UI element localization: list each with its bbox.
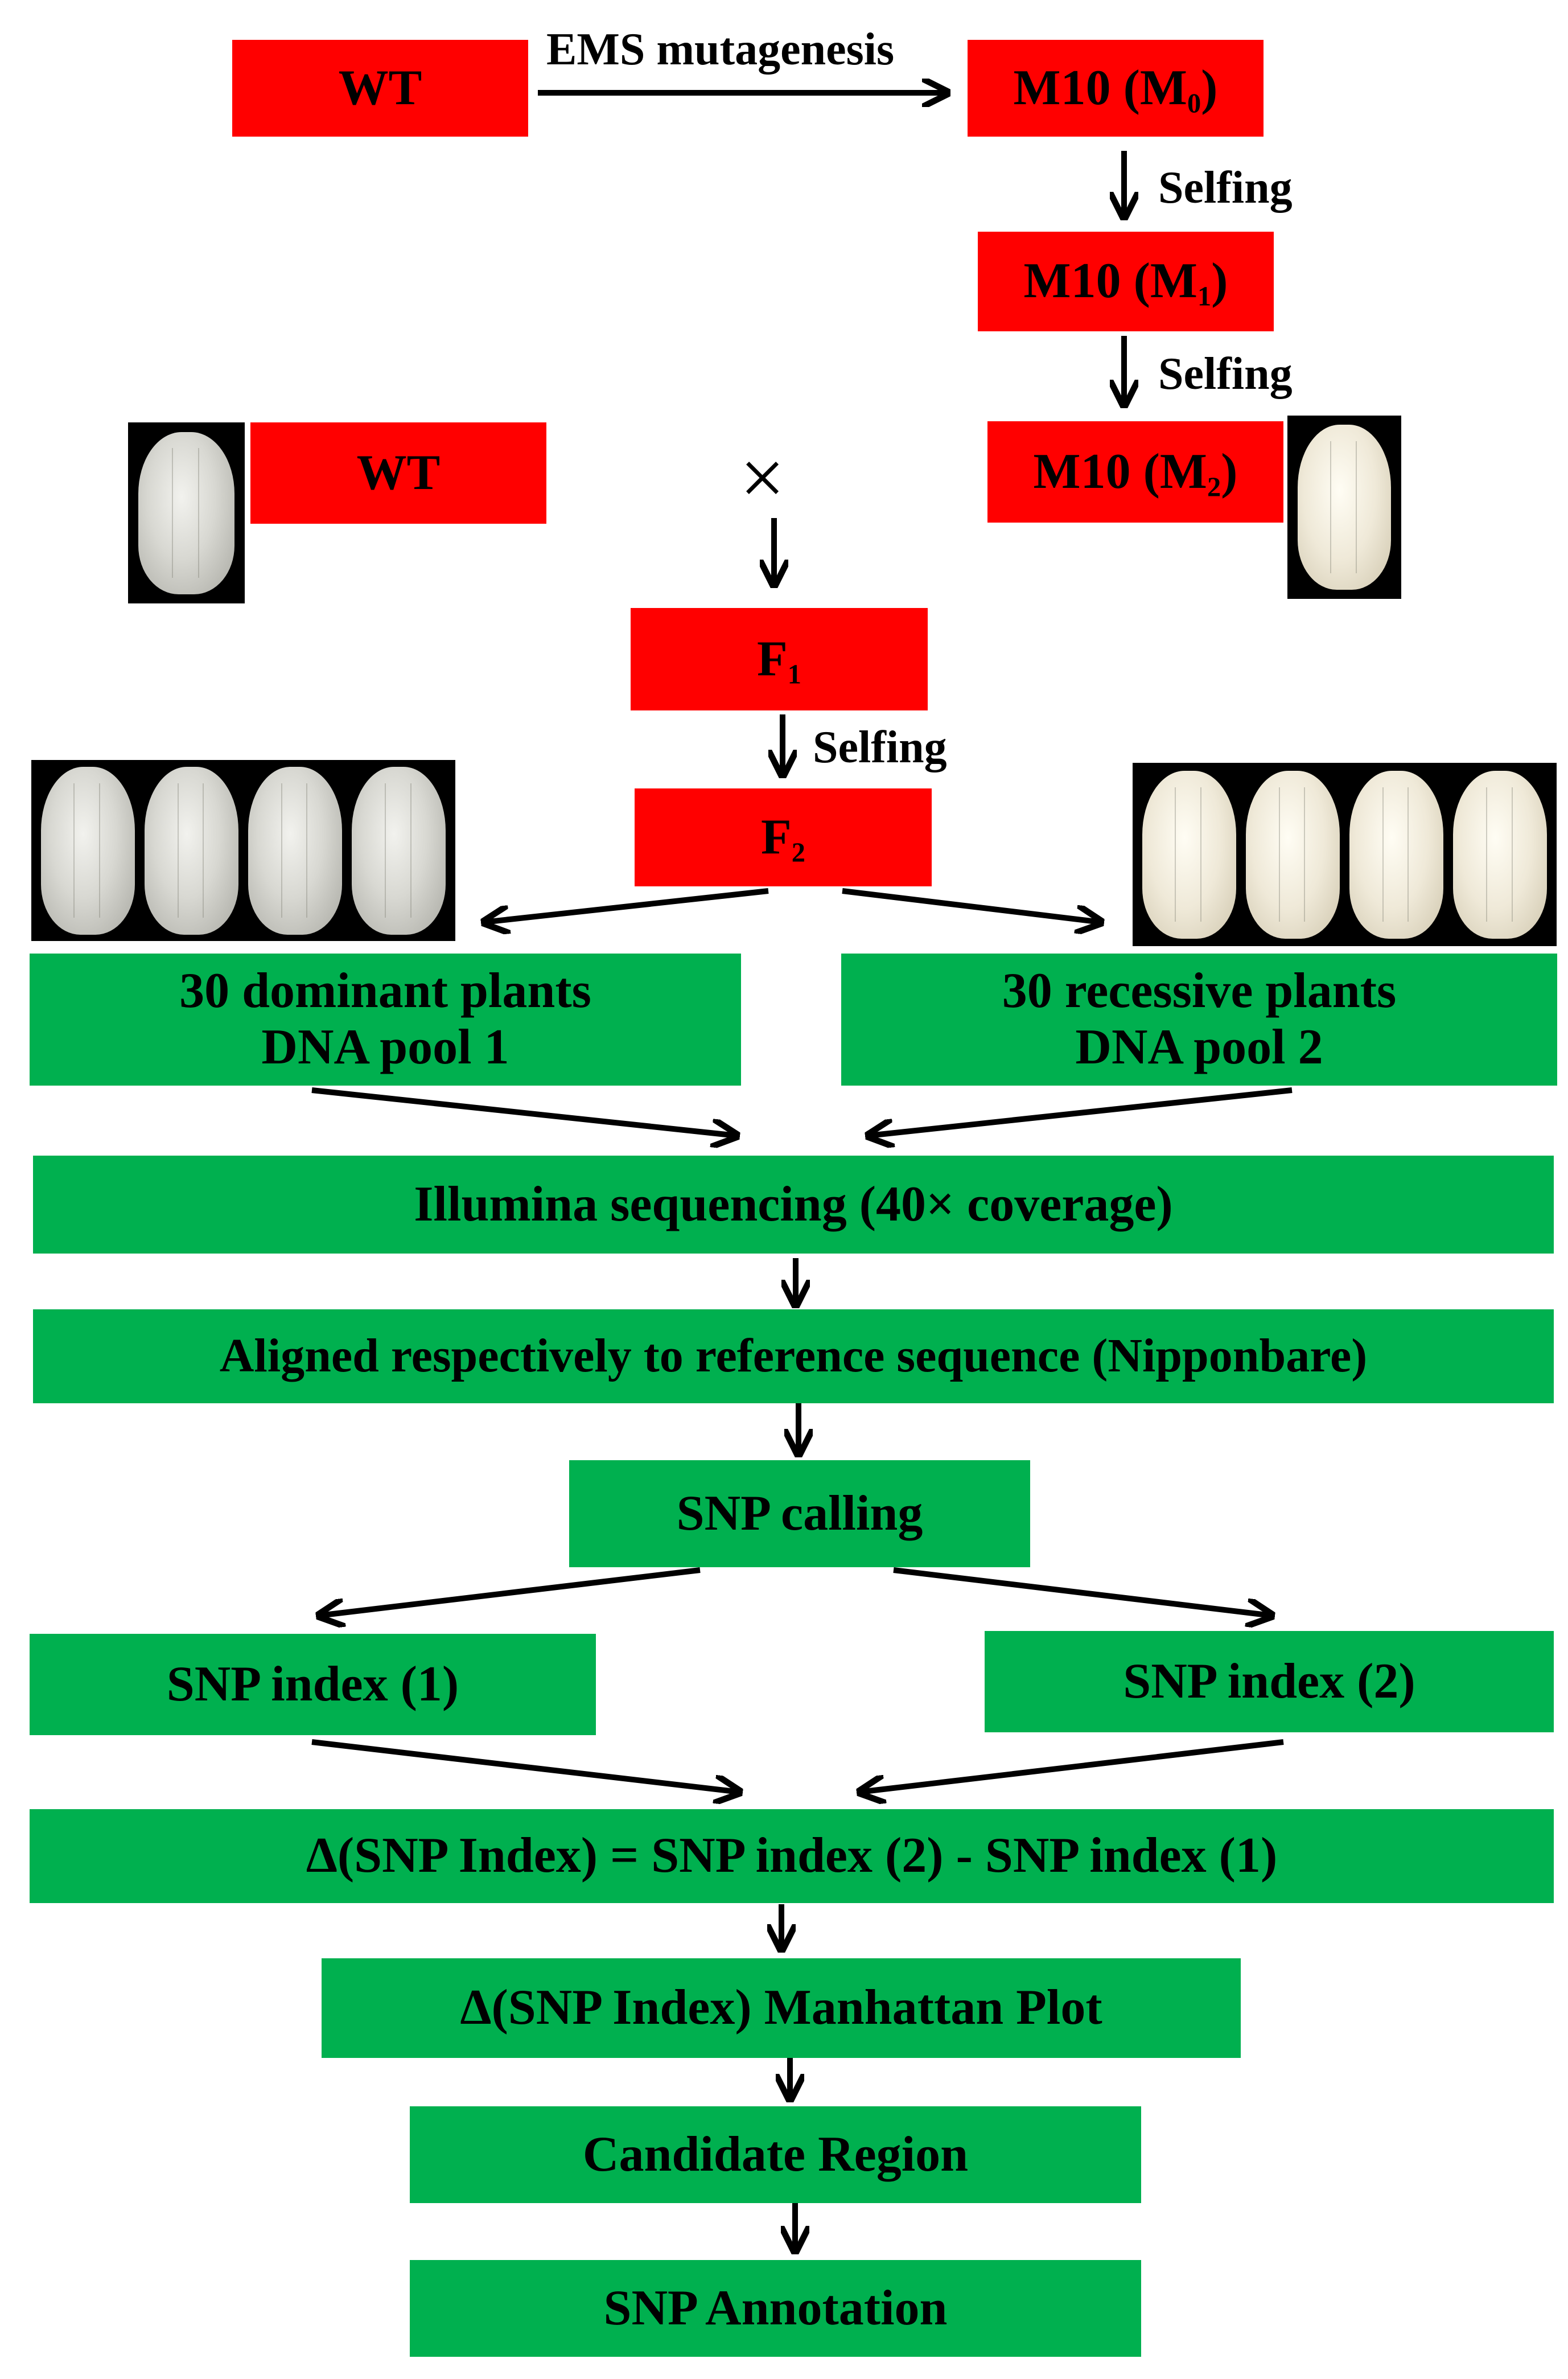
- recessive-grain-2: [1245, 770, 1340, 939]
- dominant-grains-image: [31, 760, 455, 941]
- recessive-grain-1: [1142, 770, 1236, 939]
- arrow-calling-to-index2: [893, 1567, 1272, 1616]
- arrow-recessive-to-seq: [868, 1087, 1293, 1136]
- m1-label: M10 (M1): [1023, 253, 1228, 312]
- dominant-grain-4: [352, 766, 446, 935]
- m0-label: M10 (M0): [1013, 60, 1218, 119]
- recessive-pool-box: 30 recessive plants DNA pool 2: [841, 954, 1557, 1086]
- wt-grain: [138, 432, 234, 594]
- m2-label: M10 (M2): [1033, 443, 1238, 503]
- snp-annotation-label: SNP Annotation: [603, 2280, 948, 2336]
- wt-box-top: WT: [232, 40, 528, 137]
- m2-grain-image: [1287, 416, 1401, 599]
- dominant-pool-box: 30 dominant plants DNA pool 1: [30, 954, 741, 1086]
- aligned-box: Aligned respectively to reference sequen…: [33, 1309, 1554, 1403]
- f1-box: F1: [631, 608, 928, 710]
- recessive-grain-4: [1453, 770, 1548, 939]
- dominant-pool-line2: DNA pool 1: [261, 1020, 509, 1075]
- ems-mutagenesis-label: EMS mutagenesis: [546, 24, 895, 75]
- sequencing-box: Illumina sequencing (40× coverage): [33, 1156, 1554, 1254]
- f1-label: F1: [757, 631, 801, 690]
- manhattan-label: Δ(SNP Index) Manhattan Plot: [460, 1980, 1102, 2036]
- sequencing-label: Illumina sequencing (40× coverage): [414, 1176, 1173, 1232]
- arrow-index1-to-delta: [311, 1739, 740, 1792]
- wt-label-cross: WT: [356, 445, 441, 500]
- snp-index-1-label: SNP index (1): [166, 1656, 459, 1712]
- snp-annotation-box: SNP Annotation: [410, 2260, 1141, 2357]
- recessive-grain-3: [1349, 770, 1444, 939]
- selfing-label-1: Selfing: [1158, 163, 1293, 213]
- f2-label: F2: [761, 809, 805, 868]
- arrow-index2-to-delta: [859, 1739, 1284, 1792]
- selfing-label-3: Selfing: [813, 722, 947, 773]
- snp-index-2-label: SNP index (2): [1123, 1653, 1415, 1709]
- recessive-pool-line2: DNA pool 2: [1075, 1020, 1323, 1075]
- manhattan-box: Δ(SNP Index) Manhattan Plot: [322, 1958, 1241, 2058]
- selfing-label-2: Selfing: [1158, 349, 1293, 399]
- candidate-region-label: Candidate Region: [582, 2126, 969, 2182]
- f2-box: F2: [635, 788, 932, 886]
- dominant-pool-line1: 30 dominant plants: [179, 963, 591, 1019]
- delta-snp-label: Δ(SNP Index) = SNP index (2) - SNP index…: [306, 1828, 1278, 1884]
- m1-box: M10 (M1): [978, 232, 1274, 331]
- m2-box: M10 (M2): [987, 421, 1283, 523]
- recessive-pool-line1: 30 recessive plants: [1002, 963, 1397, 1019]
- arrow-dominant-to-seq: [311, 1087, 737, 1136]
- snp-calling-box: SNP calling: [569, 1460, 1030, 1567]
- dominant-grain-2: [144, 766, 238, 935]
- dominant-grain-1: [40, 766, 135, 935]
- delta-snp-box: Δ(SNP Index) = SNP index (2) - SNP index…: [30, 1809, 1554, 1903]
- recessive-grains-image: [1133, 763, 1557, 946]
- wt-box-cross: WT: [250, 422, 546, 524]
- m0-box: M10 (M0): [968, 40, 1264, 137]
- wt-grain-image: [128, 422, 245, 603]
- aligned-label: Aligned respectively to reference sequen…: [219, 1329, 1368, 1383]
- arrow-to-dominant: [484, 888, 769, 922]
- dominant-grain-3: [248, 766, 343, 935]
- snp-index-1-box: SNP index (1): [30, 1634, 596, 1735]
- snp-calling-label: SNP calling: [676, 1485, 923, 1541]
- wt-label-top: WT: [338, 60, 422, 116]
- snp-index-2-box: SNP index (2): [985, 1631, 1554, 1732]
- arrow-to-recessive: [842, 888, 1101, 922]
- m2-grain: [1298, 425, 1391, 590]
- candidate-region-box: Candidate Region: [410, 2106, 1141, 2203]
- arrow-calling-to-index1: [319, 1567, 701, 1616]
- cross-symbol: ×: [740, 434, 785, 522]
